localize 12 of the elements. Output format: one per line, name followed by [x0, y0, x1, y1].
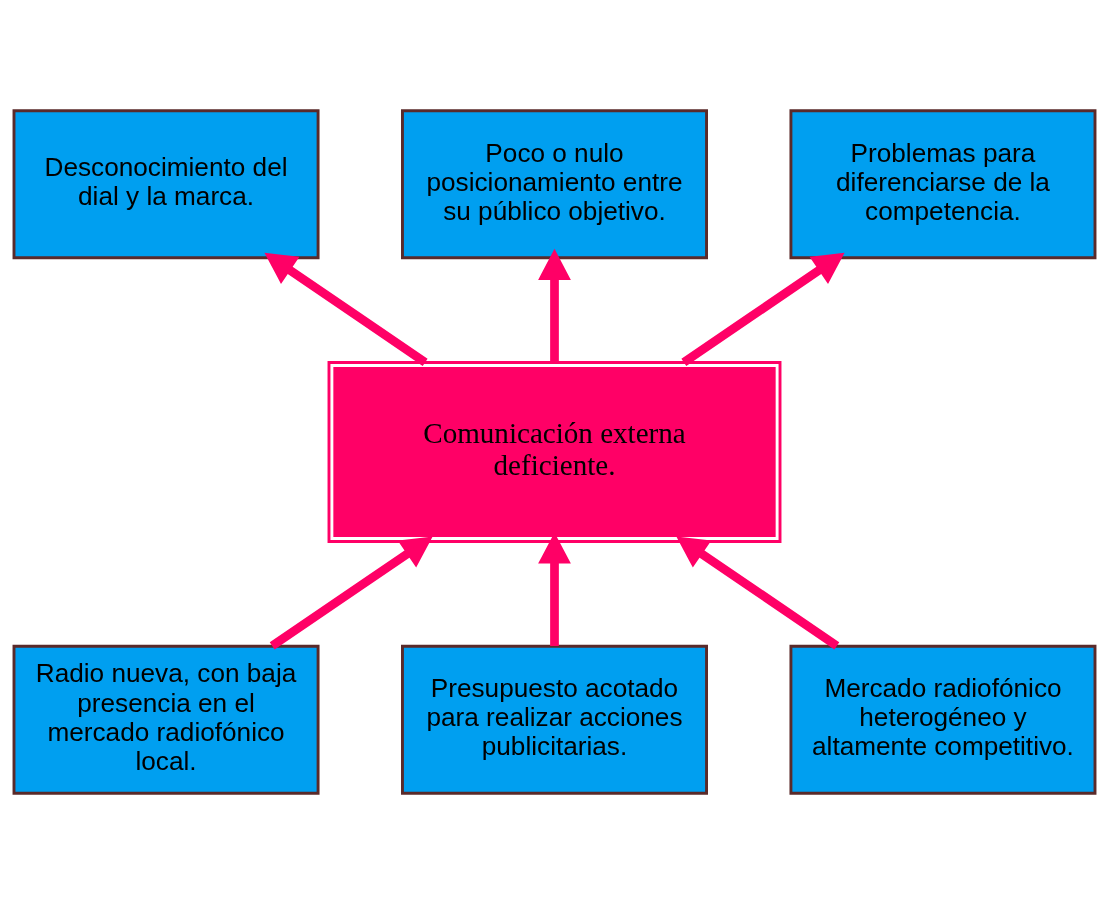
node-box: Poco o nulo posicionamiento entre su público objetivo.: [401, 108, 708, 259]
node-box: Mercado radiofónico heterogéneo y altamente competitivo.: [789, 644, 1097, 795]
node-box: Desconocimiento del dial y la marca.: [12, 108, 320, 259]
arrow: [538, 248, 571, 362]
arrow: [269, 536, 433, 649]
node-box: Comunicación externa deficiente.: [327, 360, 782, 543]
arrow: [681, 252, 845, 366]
arrow: [676, 536, 840, 649]
node-box: Radio nueva, con baja presencia en el mercado radiofónico local.: [12, 644, 320, 795]
node-box: Presupuesto acotado para realizar acciones publicitarias.: [401, 644, 708, 795]
arrow: [264, 252, 428, 366]
node-box: Problemas para diferenciarse de la competencia.: [789, 108, 1097, 259]
